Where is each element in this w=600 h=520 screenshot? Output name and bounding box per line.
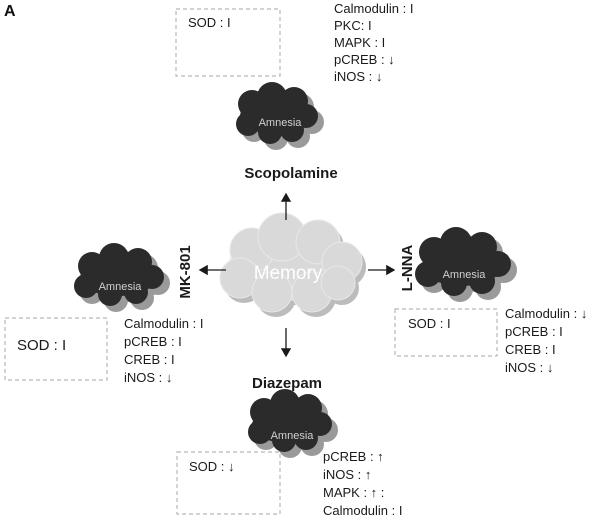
lnna-marker-calmodulin: Calmodulin : ↓ bbox=[505, 306, 587, 321]
lnna-marker-creb: CREB : I bbox=[505, 342, 556, 357]
memory-label: Memory bbox=[254, 263, 323, 284]
mk801-amnesia-label: Amnesia bbox=[99, 281, 143, 293]
mk801-sod-box bbox=[4, 317, 108, 381]
scopolamine-amnesia-label: Amnesia bbox=[259, 117, 303, 129]
mk801-label: MK-801 bbox=[177, 245, 194, 298]
diazepam-sod-box bbox=[176, 451, 281, 515]
scopolamine-sod: SOD : I bbox=[188, 15, 231, 30]
mk801-amnesia-cloud: Amnesia bbox=[74, 243, 170, 312]
diazepam-amnesia-cloud: Amnesia bbox=[248, 389, 338, 458]
mk801-markers: Calmodulin : I pCREB : I CREB : I iNOS :… bbox=[124, 316, 203, 385]
mk801-marker-calmodulin: Calmodulin : I bbox=[124, 316, 203, 331]
diazepam-sod: SOD : ↓ bbox=[189, 459, 235, 474]
scopolamine-amnesia-cloud: Amnesia bbox=[236, 82, 324, 150]
lnna-marker-inos: iNOS : ↓ bbox=[505, 360, 553, 375]
lnna-amnesia-label: Amnesia bbox=[443, 269, 487, 281]
diazepam-marker-calmodulin: Calmodulin : I bbox=[323, 503, 402, 518]
lnna-label: L-NNA bbox=[399, 245, 416, 292]
mk801-group: Amnesia MK-801 SOD : I Calmodulin : I pC… bbox=[4, 243, 203, 385]
diazepam-marker-inos: iNOS : ↑ bbox=[323, 467, 371, 482]
memory-cloud: Memory bbox=[219, 212, 366, 317]
diazepam-marker-pcreb: pCREB : ↑ bbox=[323, 449, 384, 464]
scopolamine-marker-calmodulin: Calmodulin : I bbox=[334, 1, 413, 16]
scopolamine-marker-inos: iNOS : ↓ bbox=[334, 69, 382, 84]
scopolamine-marker-pcreb: pCREB : ↓ bbox=[334, 52, 395, 67]
mk801-marker-creb: CREB : I bbox=[124, 352, 175, 367]
lnna-markers: Calmodulin : ↓ pCREB : I CREB : I iNOS :… bbox=[505, 306, 587, 375]
scopolamine-sod-box bbox=[175, 8, 281, 77]
lnna-sod-box bbox=[394, 308, 498, 357]
lnna-marker-pcreb: pCREB : I bbox=[505, 324, 563, 339]
mk801-marker-inos: iNOS : ↓ bbox=[124, 370, 172, 385]
scopolamine-markers: Calmodulin : I PKC: I MAPK : I pCREB : ↓… bbox=[334, 1, 413, 84]
scopolamine-marker-mapk: MAPK : I bbox=[334, 35, 385, 50]
lnna-group: L-NNA Amnesia SOD : I Calmodulin : ↓ pCR… bbox=[394, 227, 587, 375]
diazepam-label: Diazepam bbox=[252, 375, 322, 392]
diazepam-group: Diazepam Amnesia SOD : ↓ pCREB : ↑ iNOS … bbox=[176, 375, 402, 518]
lnna-amnesia-cloud: Amnesia bbox=[415, 227, 517, 302]
scopolamine-marker-pkc: PKC: I bbox=[334, 18, 372, 33]
mk801-marker-pcreb: pCREB : I bbox=[124, 334, 182, 349]
mk801-sod: SOD : I bbox=[17, 337, 66, 354]
diazepam-amnesia-label: Amnesia bbox=[271, 430, 315, 442]
scopolamine-group: SOD : I Amnesia Scopolamine Calmodulin :… bbox=[175, 1, 413, 182]
panel-label: A bbox=[4, 3, 16, 20]
diazepam-markers: pCREB : ↑ iNOS : ↑ MAPK : ↑ : Calmodulin… bbox=[323, 449, 402, 518]
lnna-sod: SOD : I bbox=[408, 316, 451, 331]
scopolamine-label: Scopolamine bbox=[244, 165, 337, 182]
diazepam-marker-mapk: MAPK : ↑ : bbox=[323, 485, 384, 500]
